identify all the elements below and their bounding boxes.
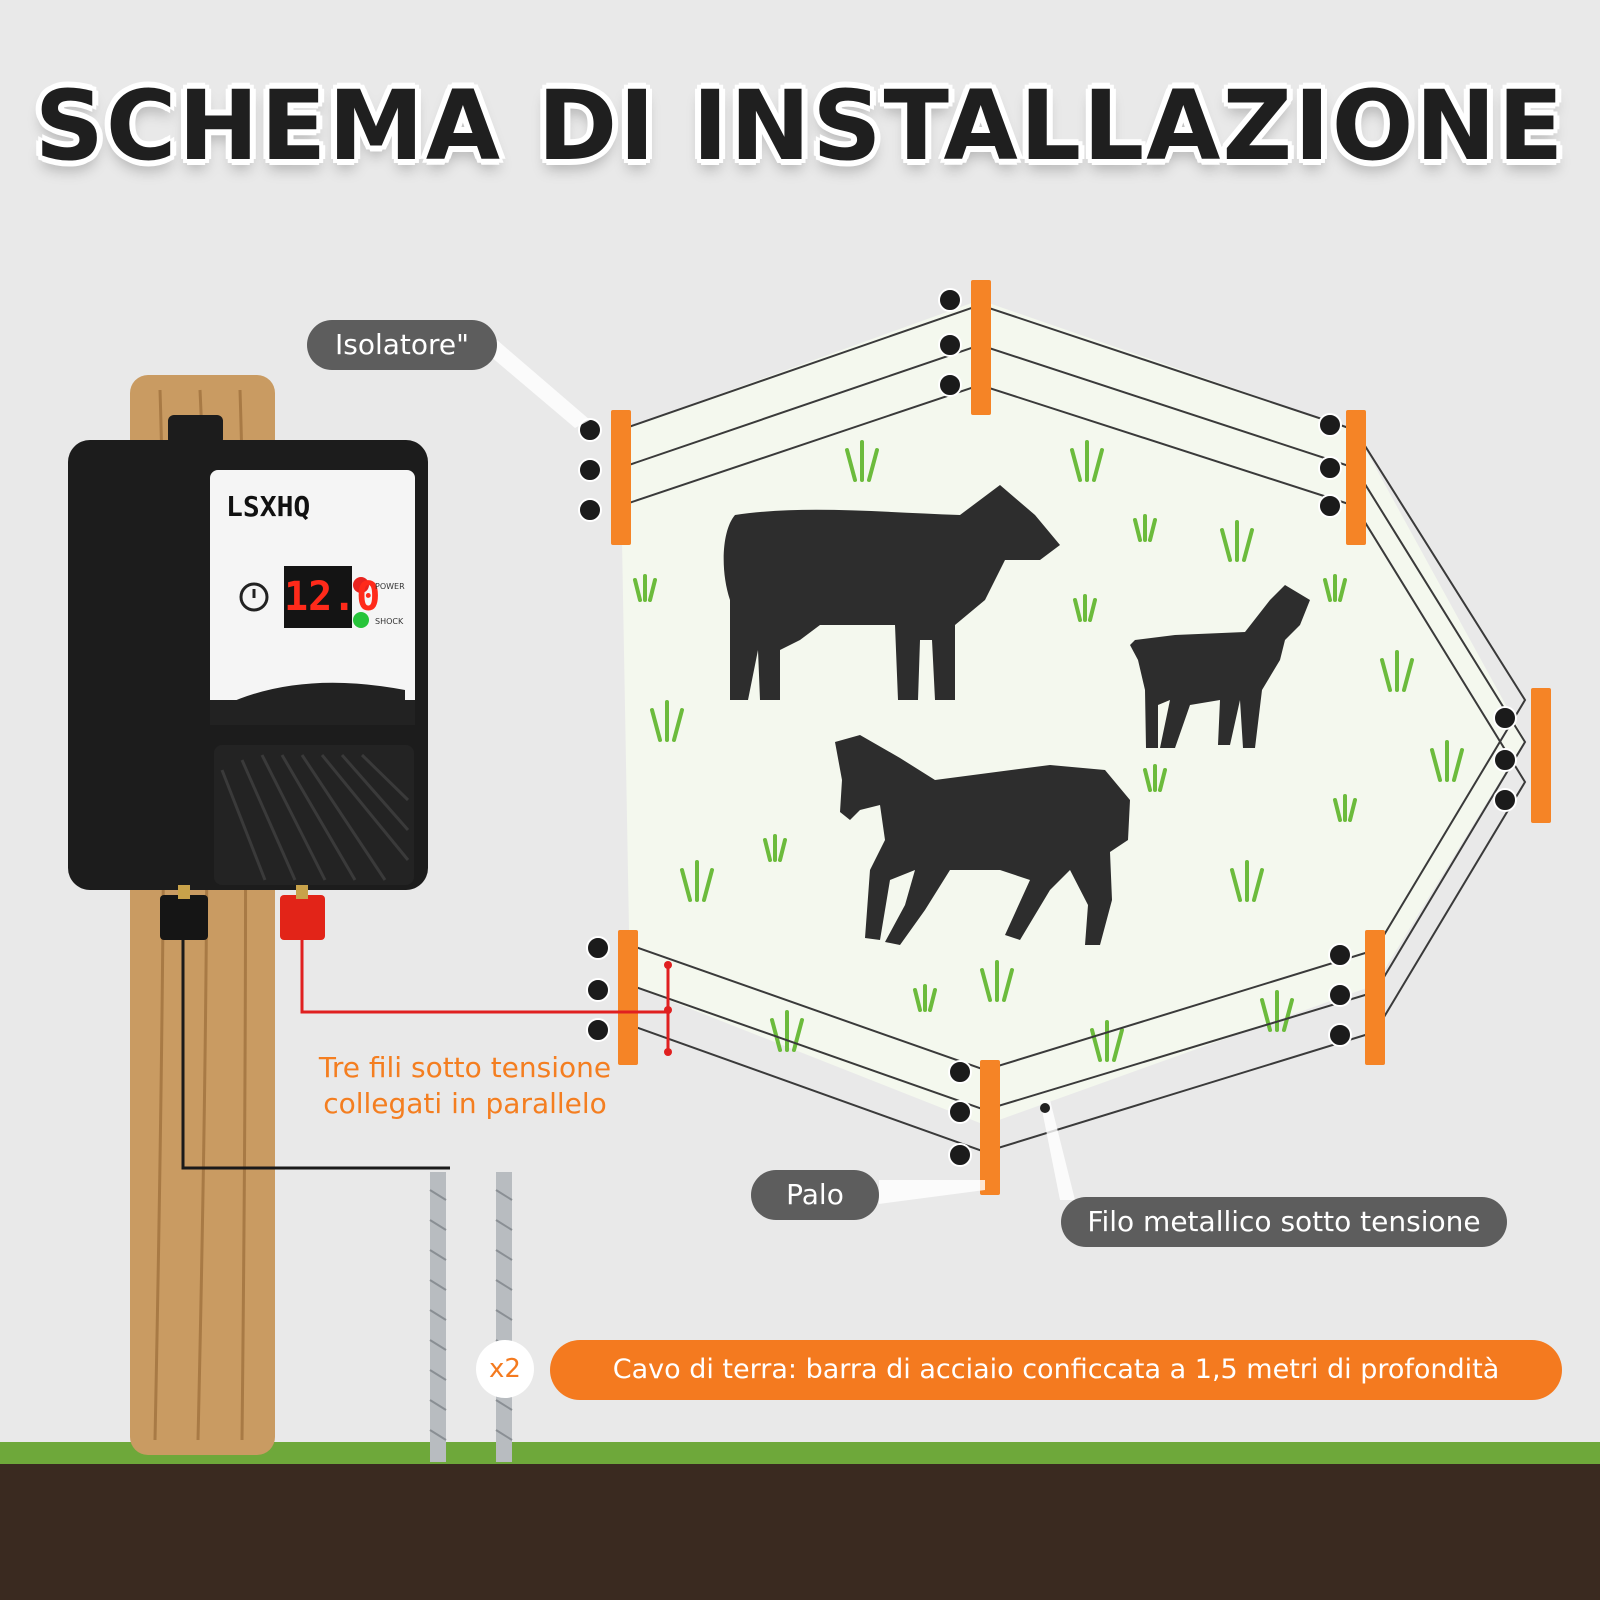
rod-count-badge: x2 <box>476 1340 534 1398</box>
voltage-display: 12.0 <box>284 566 380 628</box>
junction-dots <box>664 961 672 1056</box>
wire-point-marker <box>1040 1103 1050 1113</box>
power-led <box>353 577 369 593</box>
ground-rods <box>429 1172 513 1462</box>
insulator-label: Isolatore" <box>307 320 497 370</box>
live-wire-label: Filo metallico sotto tensione <box>1061 1197 1507 1247</box>
grass-tufts <box>633 440 1464 1062</box>
power-button-icon <box>239 582 269 612</box>
grass-strip <box>0 1442 1600 1464</box>
shock-led-label: SHOCK <box>375 617 404 626</box>
post-pointer <box>879 1180 985 1204</box>
power-led-label: POWER <box>375 582 405 591</box>
goat-silhouette <box>1130 585 1310 748</box>
horse-silhouette <box>835 735 1130 945</box>
soil <box>0 1455 1600 1600</box>
insulators <box>578 288 1517 1167</box>
wire-pointer <box>1040 1100 1075 1200</box>
page-title: SCHEMA DI INSTALLAZIONE <box>34 70 1566 182</box>
post-label: Palo <box>751 1170 879 1220</box>
ground-cable-label: Cavo di terra: barra di acciaio conficca… <box>550 1340 1562 1400</box>
paddock-area <box>620 300 1525 1125</box>
ground-wire <box>181 910 450 1170</box>
parallel-wires-label: Tre fili sotto tensione collegati in par… <box>318 1051 612 1120</box>
device-brand: LSXHQ <box>226 490 311 523</box>
insulator-pointer <box>490 340 590 428</box>
live-connection-wire <box>300 905 670 1053</box>
cow-silhouette <box>723 485 1060 700</box>
shock-led <box>353 612 369 628</box>
fence-posts <box>611 280 1551 1195</box>
